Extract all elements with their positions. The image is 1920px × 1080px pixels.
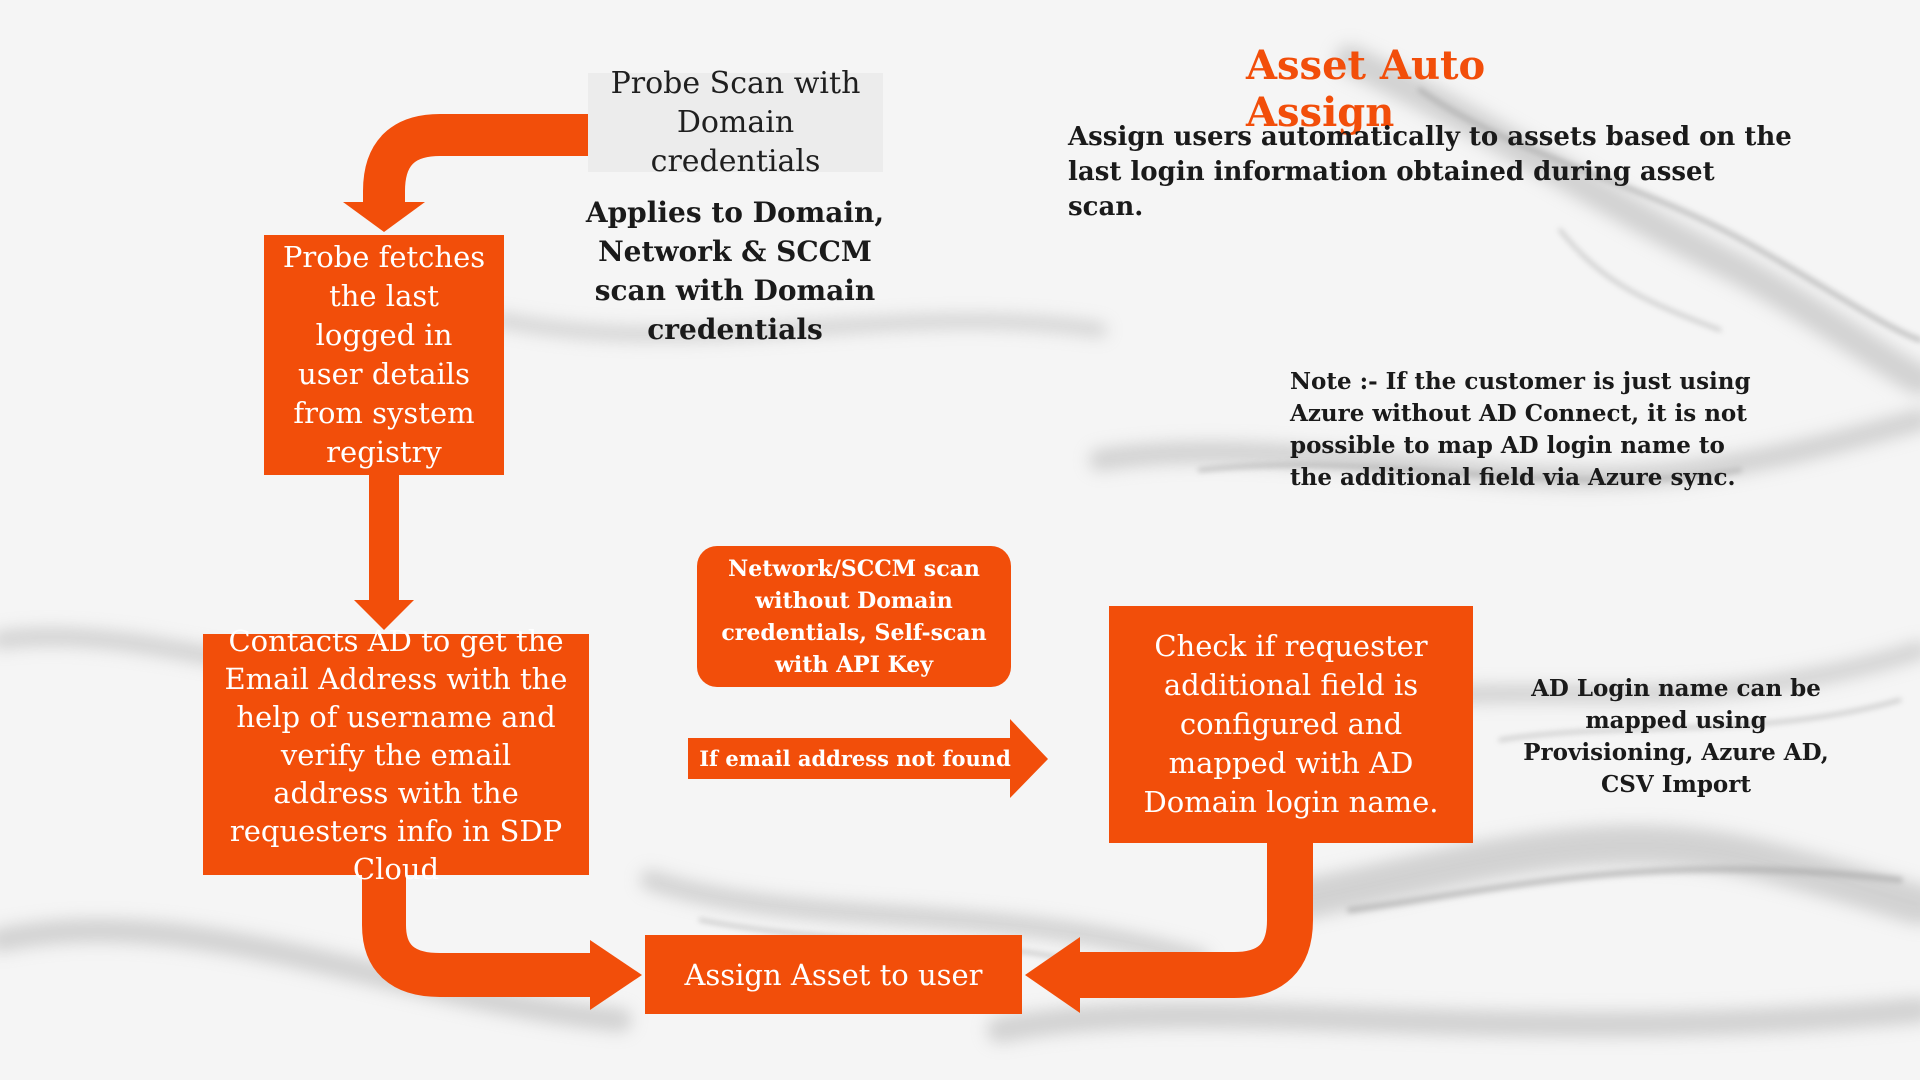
arrow-check-to-assign	[1080, 843, 1313, 998]
node-contacts-ad: Contacts AD to get the Email Address wit…	[203, 624, 589, 886]
arrowhead-check-assign	[1025, 937, 1080, 1013]
node-contacts-ad-label: Contacts AD to get the Email Address wit…	[224, 623, 568, 886]
azure-note: Note :- If the customer is just using Az…	[1290, 368, 1751, 491]
arrow-contacts-to-assign	[362, 875, 590, 997]
arrowhead-probe-fetch	[343, 202, 425, 232]
node-check-requester-label: Check if requester additional field is c…	[1143, 629, 1439, 819]
node-network-sccm-label: Network/SCCM scan without Domain credent…	[721, 555, 987, 678]
arrow-probe-scan-to-fetch	[363, 114, 588, 212]
page-title: Asset Auto Assign	[1246, 42, 1486, 136]
arrowhead-fetch-contacts	[354, 600, 414, 630]
node-probe-scan-label: Probe Scan with Domain credentials	[610, 66, 861, 179]
node-probe-fetch-label: Probe fetches the last logged in user de…	[282, 240, 486, 469]
node-assign-asset: Assign Asset to user	[645, 935, 1022, 1014]
edge-label-email-not-found: If email address not found	[699, 746, 1011, 771]
applies-to-text: Applies to Domain, Network & SCCM scan w…	[585, 196, 885, 346]
description-text: Assign users automatically to assets bas…	[1068, 122, 1792, 222]
arrow-email-not-found	[688, 719, 1048, 798]
node-probe-fetch: Probe fetches the last logged in user de…	[264, 235, 504, 475]
ad-mapping-note: AD Login name can be mapped using Provis…	[1523, 675, 1829, 798]
node-network-sccm: Network/SCCM scan without Domain credent…	[697, 546, 1011, 687]
arrowhead-contacts-assign	[590, 940, 642, 1010]
node-check-requester: Check if requester additional field is c…	[1109, 606, 1473, 843]
node-assign-asset-label: Assign Asset to user	[684, 957, 983, 992]
node-probe-scan: Probe Scan with Domain credentials	[588, 66, 883, 179]
